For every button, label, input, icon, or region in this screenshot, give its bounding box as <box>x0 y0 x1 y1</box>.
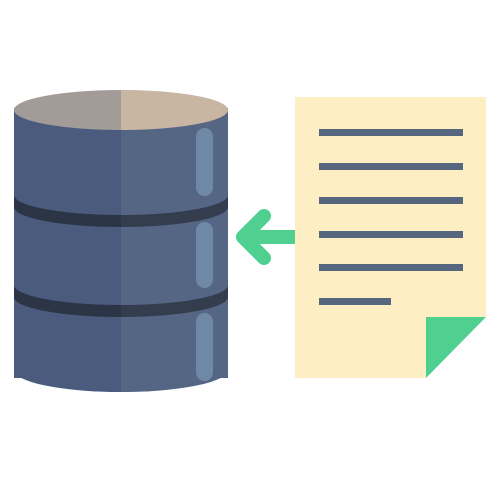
database-gap-1-right <box>121 195 228 227</box>
arrow-head <box>236 209 271 265</box>
database-gap-2-right <box>121 285 228 317</box>
database-top-left <box>14 90 121 130</box>
document-line-5 <box>319 264 463 271</box>
document-page-fold <box>426 317 486 378</box>
database-gap-2-left <box>14 285 121 317</box>
arrow-left-icon <box>236 209 300 265</box>
database-bottom-left <box>14 370 121 392</box>
database-highlight-3 <box>196 313 213 381</box>
database-icon <box>14 90 228 392</box>
database-highlight-1 <box>196 128 213 196</box>
document-line-6 <box>319 298 391 305</box>
document-icon <box>295 97 486 378</box>
document-line-4 <box>319 231 463 238</box>
database-top-right <box>121 90 228 130</box>
database-body-left <box>14 108 121 378</box>
document-line-1 <box>319 129 463 136</box>
document-line-3 <box>319 197 463 204</box>
database-gap-1-left <box>14 195 121 227</box>
document-line-2 <box>319 163 463 170</box>
database-highlight-2 <box>196 222 213 288</box>
